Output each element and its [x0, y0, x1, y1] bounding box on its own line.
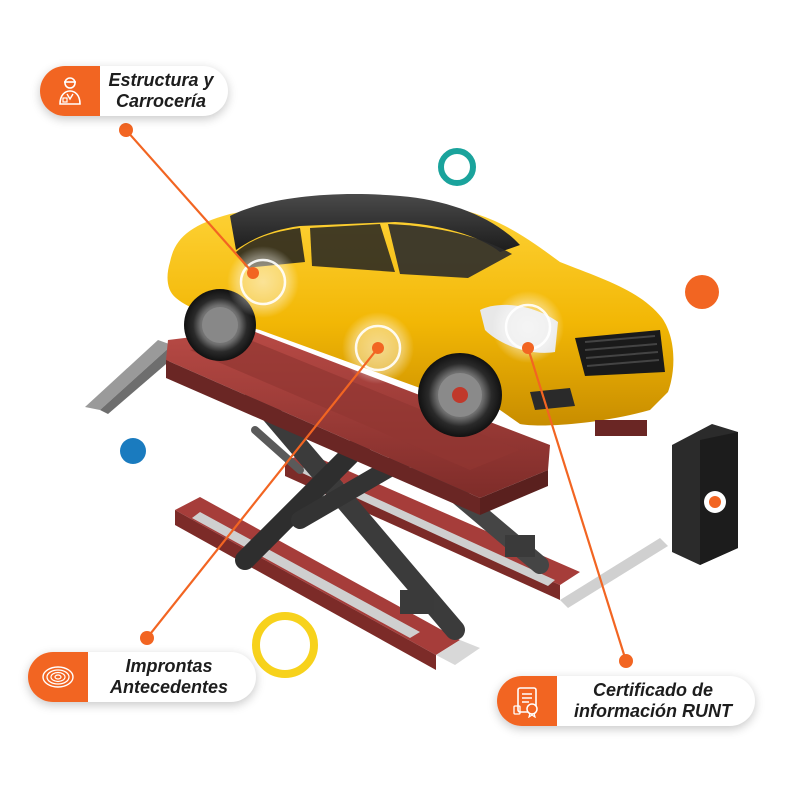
callout-certificado-runt: Certificado de información RUNT: [497, 676, 755, 726]
certificate-document-icon: [513, 687, 538, 718]
callout-badge: [28, 652, 88, 702]
teal-ring-decoration: [438, 148, 476, 186]
mechanic-icon: [59, 77, 81, 105]
yellow-ring-decoration: [252, 612, 318, 678]
callout-text: Improntas Antecedentes: [88, 656, 256, 698]
callout-line2: Carrocería: [115, 91, 207, 111]
callout-estructura-carroceria: Estructura y Carrocería: [40, 66, 228, 116]
callout-improntas-antecedentes: Improntas Antecedentes: [28, 652, 256, 702]
lift-platform: [166, 330, 550, 515]
lift-control-console: [560, 424, 738, 608]
callout-line1: Estructura y: [108, 70, 214, 90]
callout-badge: [40, 66, 100, 116]
callout-connectors: [119, 123, 633, 668]
callout-line2: Antecedentes: [109, 677, 229, 697]
blue-dot-decoration: [120, 438, 146, 464]
callout-line1: Certificado de: [592, 680, 714, 700]
callout-badge: [497, 676, 557, 726]
orange-dot-decoration: [685, 275, 719, 309]
lift-ramp: [85, 340, 172, 410]
callout-text: Estructura y Carrocería: [100, 70, 228, 112]
callout-line2: información RUNT: [573, 701, 732, 721]
inspection-marker: [492, 291, 564, 363]
callout-line1: Improntas: [125, 656, 213, 676]
fingerprint-icon: [42, 666, 74, 688]
callout-text: Certificado de información RUNT: [557, 680, 755, 722]
